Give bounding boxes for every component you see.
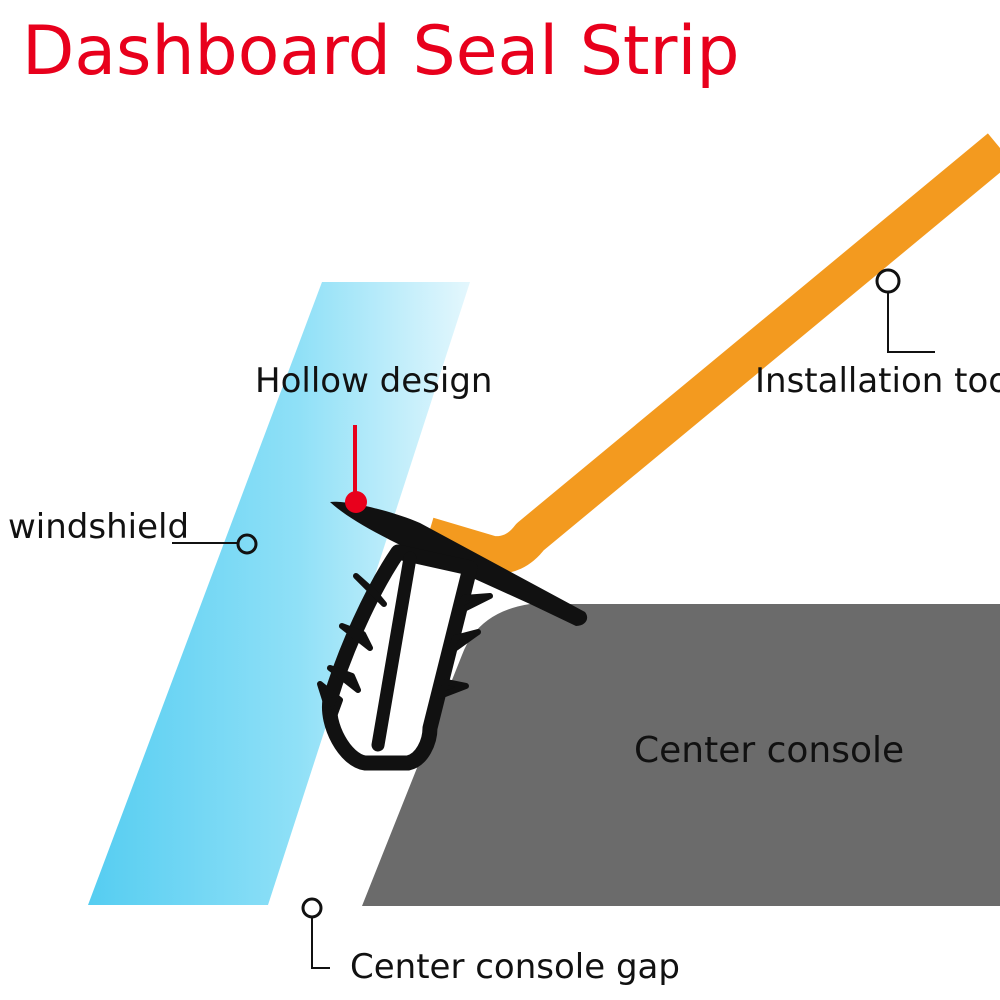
installation-tool-label: Installation tool [755,361,1000,401]
seal-hollow-body [321,544,478,771]
windshield-label: windshield [8,507,190,547]
gap-callout-circle [301,897,323,919]
hollow-design-label: Hollow design [255,361,493,401]
installation-tool-callout-circle [875,268,901,294]
center-console-label: Center console [634,730,905,771]
windshield-callout-circle [236,533,258,555]
seal-fin [317,681,343,725]
center-console-gap-label: Center console gap [350,947,680,987]
center-console-block [362,604,1000,906]
installation-tool-leader [887,292,935,353]
windshield-glass [88,282,470,905]
seal-fin [327,665,361,693]
seal-inner-divider [371,551,417,752]
gap-leader [311,918,330,969]
installation-tool [422,133,1000,575]
seal-fin [455,593,493,615]
seal-fin [353,573,387,607]
hollow-design-marker [345,491,367,513]
seal-fin [437,679,469,699]
page-title: Dashboard Seal Strip [22,12,740,91]
seal-fin [447,629,481,655]
seal-fin [339,623,373,651]
